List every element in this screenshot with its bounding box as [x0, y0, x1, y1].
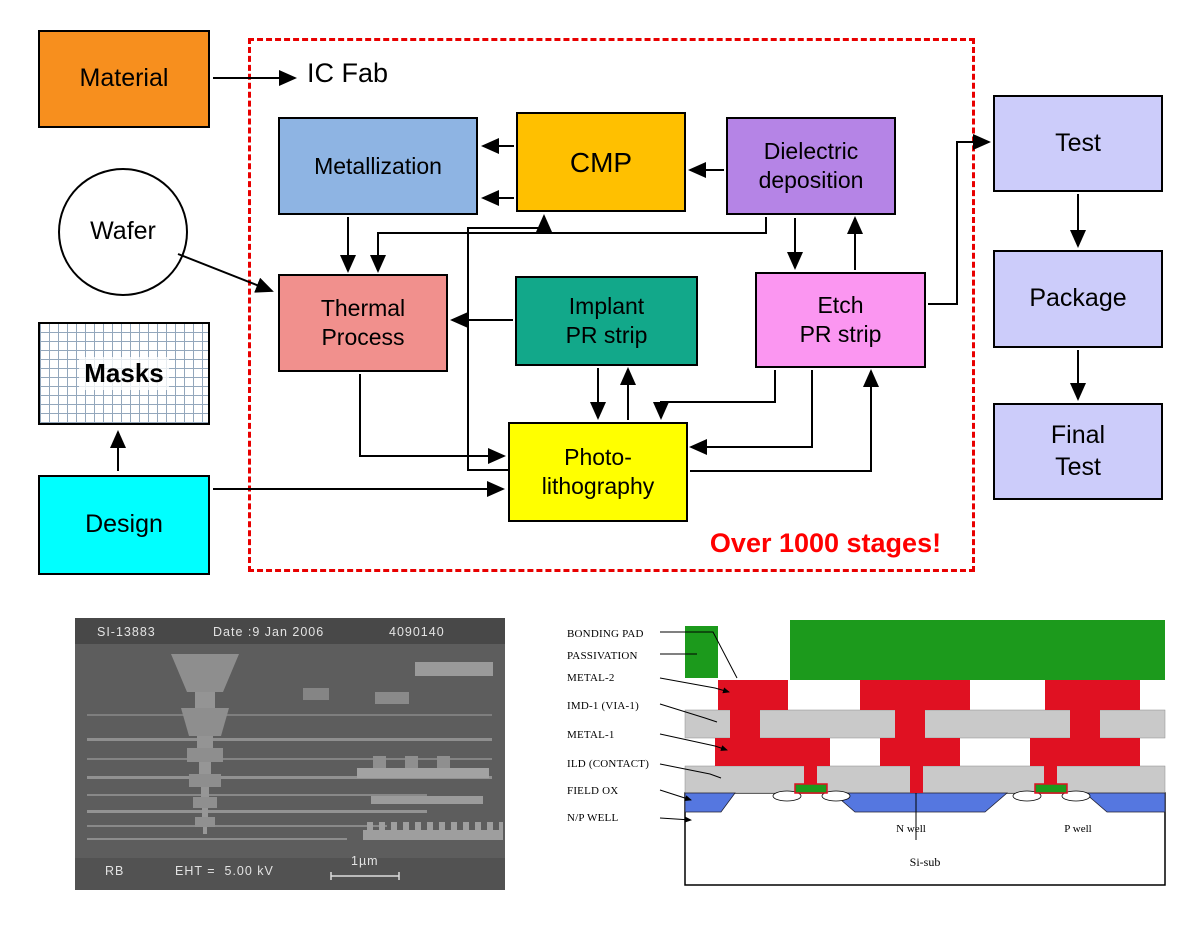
ic-fab-boundary	[248, 38, 975, 572]
leader-metal2	[659, 677, 730, 694]
sem-image-panel: SI-13883 Date :9 Jan 2006 4090140 RB EHT…	[75, 618, 505, 890]
design-box: Design	[38, 475, 210, 575]
layer-label-np-well: N/P WELL	[567, 812, 619, 824]
layer-label-field-ox: FIELD OX	[567, 785, 619, 797]
leader-np-well	[659, 816, 692, 823]
masks-box: Masks	[38, 322, 210, 425]
ic-fab-label: IC Fab	[307, 58, 389, 88]
sem-voltage: EHT = 5.00 kV	[175, 864, 274, 878]
layer-label-metal1: METAL-1	[567, 729, 615, 741]
leader-ild	[659, 763, 722, 779]
sem-number: 4090140	[389, 625, 445, 639]
metallization-box: Metallization	[278, 117, 478, 215]
leader-bonding-pad	[660, 631, 738, 679]
test-box: Test	[993, 95, 1163, 192]
layer-label-bonding-pad: BONDING PAD	[567, 628, 644, 640]
p-well-label: P well	[1064, 823, 1091, 835]
sem-operator: RB	[105, 864, 125, 878]
wafer-circle: Wafer	[58, 168, 188, 296]
cmp-box: CMP	[516, 112, 686, 212]
sem-sample-id: SI-13883	[97, 625, 156, 639]
material-box: Material	[38, 30, 210, 128]
layer-label-ild: ILD (CONTACT)	[567, 758, 650, 770]
leader-field-ox	[659, 789, 692, 802]
layer-label-passivation: PASSIVATION	[567, 650, 638, 662]
cross-section-drawing: N well P well Si-sub	[659, 620, 1166, 886]
leader-metal1	[659, 733, 728, 751]
etch-pr-strip-box: Etch PR strip	[755, 272, 926, 368]
sem-date: Date :9 Jan 2006	[213, 625, 325, 639]
sem-scale-label: 1µm	[351, 854, 379, 868]
sem-structures	[75, 618, 505, 890]
photolithography-box: Photo- lithography	[508, 422, 688, 522]
sem-scale-bar	[330, 872, 400, 880]
layer-label-imd1: IMD-1 (VIA-1)	[567, 700, 639, 712]
final-test-box: Final Test	[993, 403, 1163, 500]
cross-section-figure: N well P well Si-sub BONDING PAD PASSIVA…	[565, 616, 1171, 896]
masks-label: Masks	[79, 357, 169, 390]
leader-imd1	[659, 703, 718, 723]
n-well-label: N well	[896, 823, 926, 835]
thermal-process-box: Thermal Process	[278, 274, 448, 372]
implant-pr-strip-box: Implant PR strip	[515, 276, 698, 366]
stages-note: Over 1000 stages!	[709, 528, 942, 558]
package-box: Package	[993, 250, 1163, 348]
layer-label-metal2: METAL-2	[567, 672, 615, 684]
dielectric-deposition-box: Dielectric deposition	[726, 117, 896, 215]
si-sub-label: Si-sub	[910, 855, 941, 869]
